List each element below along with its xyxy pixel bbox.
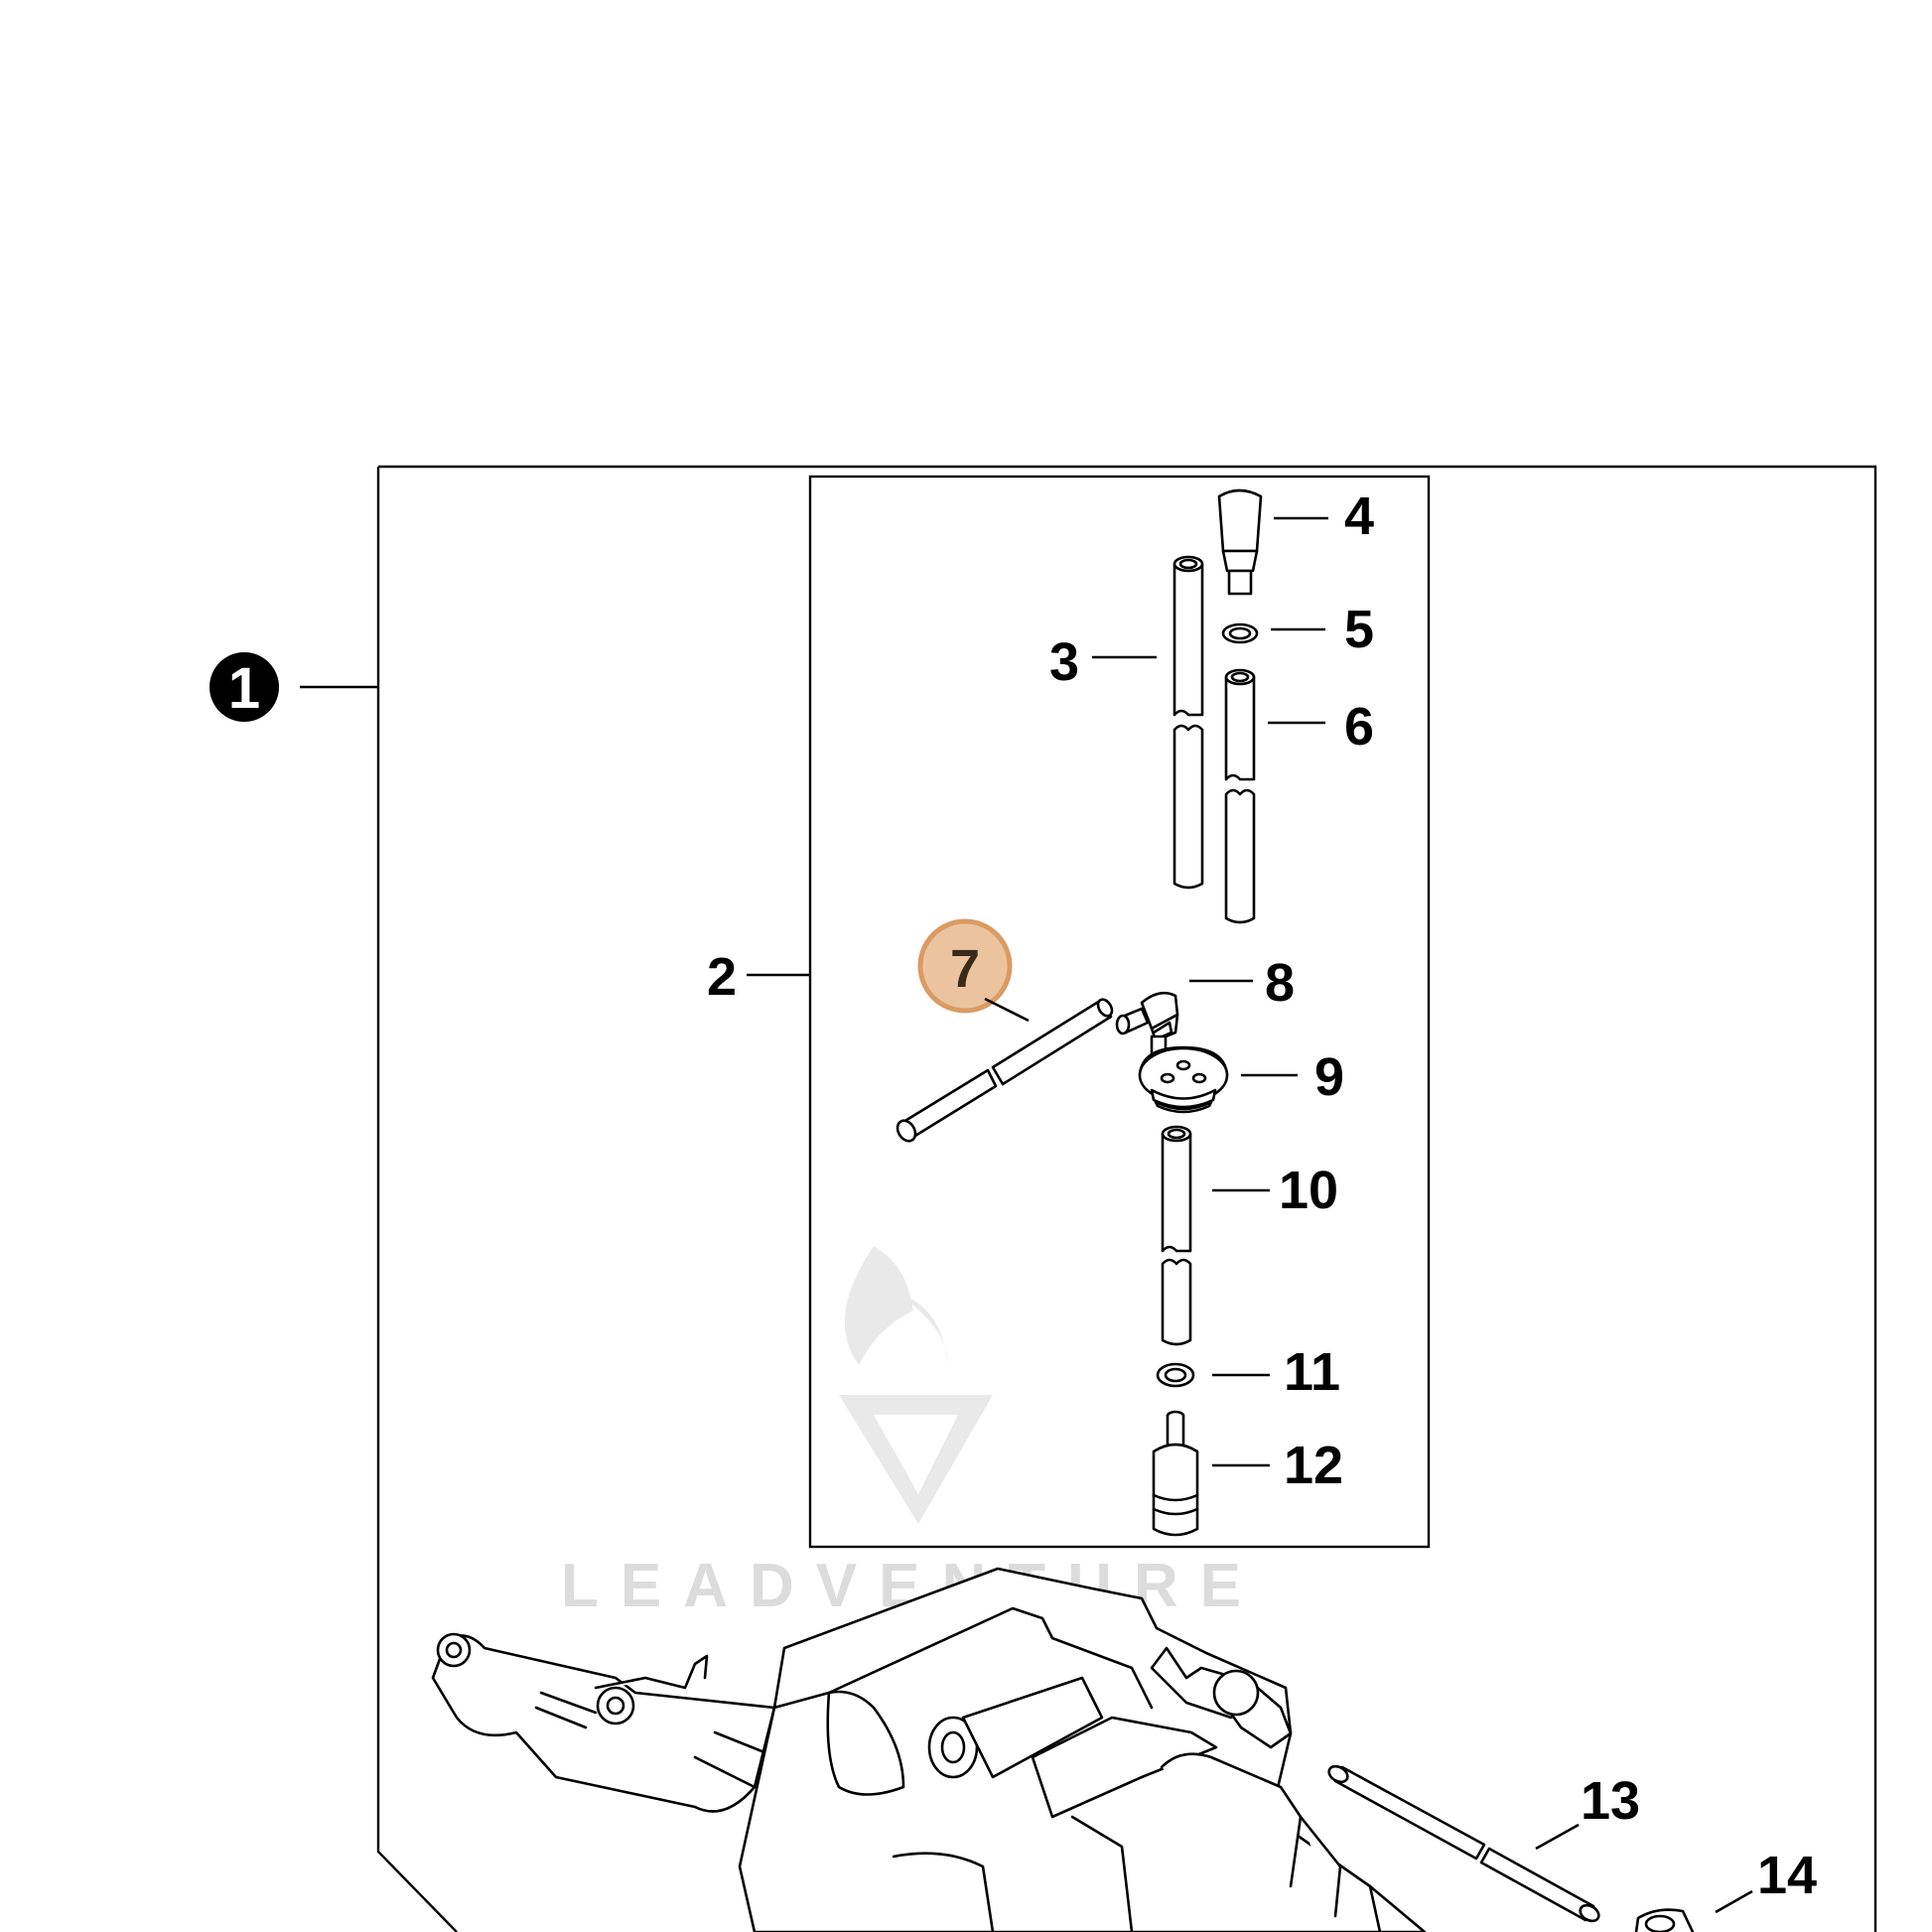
part-12-filter[interactable] (1152, 1410, 1199, 1537)
part-9-grommet[interactable] (1138, 1045, 1229, 1114)
callout-7-highlight[interactable] (917, 918, 1013, 1014)
assembly-1-frame (376, 465, 1877, 1932)
kit-2-frame (808, 475, 1431, 1549)
part-6-hose[interactable] (1224, 668, 1256, 924)
callout-3[interactable]: 3 (1049, 632, 1079, 692)
callout-12[interactable]: 12 (1284, 1436, 1343, 1495)
part-4-filter[interactable] (1217, 488, 1263, 596)
callout-2[interactable]: 2 (707, 947, 737, 1007)
assembly-1-badge-label: 1 (228, 656, 260, 721)
callout-14[interactable]: 14 (1757, 1846, 1817, 1905)
part-13-hose[interactable] (1326, 1763, 1601, 1924)
part-11-oring[interactable] (1156, 1362, 1195, 1388)
part-5-oring[interactable] (1221, 622, 1259, 644)
callout-4[interactable]: 4 (1344, 486, 1374, 546)
callout-8[interactable]: 8 (1265, 953, 1295, 1013)
watermark-logo (839, 1246, 993, 1524)
callout-11[interactable]: 11 (1284, 1342, 1340, 1402)
callout-5[interactable]: 5 (1344, 600, 1374, 659)
callout-10[interactable]: 10 (1279, 1161, 1338, 1220)
callout-9[interactable]: 9 (1314, 1047, 1344, 1107)
part-10-hose[interactable] (1161, 1125, 1192, 1346)
callout-6[interactable]: 6 (1344, 697, 1374, 757)
callout-13[interactable]: 13 (1581, 1771, 1640, 1831)
part-7-hose[interactable] (894, 997, 1114, 1144)
callout-7[interactable]: 7 (950, 939, 980, 999)
assembly-1-badge[interactable] (209, 652, 279, 722)
part-14-grommet[interactable] (1634, 1908, 1695, 1932)
part-1-fuel-tank-housing[interactable] (431, 1567, 1427, 1932)
part-3-hose[interactable] (1173, 555, 1204, 890)
